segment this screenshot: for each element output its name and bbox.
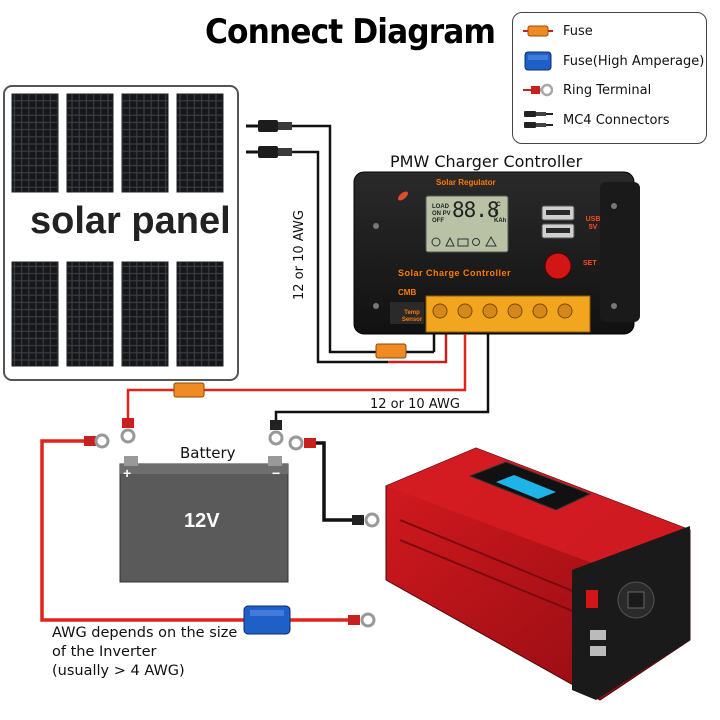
legend-item-ring-terminal: Ring Terminal: [523, 77, 651, 103]
battery: + −: [119, 456, 289, 583]
awg-note-line-3: (usually > 4 AWG): [52, 663, 185, 679]
lcd-digits: 88.8: [452, 198, 500, 222]
temp-sensor-label: Temp Sensor: [401, 310, 423, 323]
set-button-label: SET: [583, 260, 597, 267]
legend-label-fuse: Fuse: [563, 23, 593, 39]
battery-voltage: 12V: [184, 510, 220, 532]
legend: Fuse Fuse(High Amperage) Ring Terminal M…: [512, 12, 707, 144]
controller-cmb-label: CMB: [398, 288, 417, 297]
awg-note-line-2: of the Inverter: [52, 644, 157, 660]
awg-note-line-1: AWG depends on the size: [52, 625, 238, 641]
legend-item-fuse: Fuse: [523, 18, 593, 44]
battery-fuse: [173, 382, 205, 398]
legend-label-ring-terminal: Ring Terminal: [563, 82, 652, 98]
lcd-load-indicator: LOAD ON PV OFF: [432, 204, 451, 224]
inverter: [385, 447, 691, 701]
inverter-fuse: [243, 605, 291, 635]
fuse-high-amperage-icon: [524, 51, 552, 71]
legend-item-fuse-high-amperage: Fuse(High Amperage): [523, 48, 704, 74]
ring-terminal-icon: [523, 83, 553, 97]
awg-label-pv: 12 or 10 AWG: [292, 210, 307, 300]
mc4-connector-icon: [524, 111, 553, 128]
battery-wires: [126, 334, 490, 420]
ring-terminals: [84, 418, 316, 451]
controller-name: Solar Charge Controller: [398, 268, 512, 278]
charge-controller: [353, 171, 640, 335]
svg-text:+: +: [123, 465, 131, 481]
legend-label-fuse-high: Fuse(High Amperage): [563, 53, 705, 69]
awg-note: AWG depends on the size of the Inverter …: [52, 624, 237, 681]
pv-fuse: [375, 322, 448, 364]
svg-text:−: −: [272, 465, 280, 481]
battery-label: Battery: [180, 444, 236, 462]
legend-label-mc4: MC4 Connectors: [563, 112, 670, 128]
diagram-title: Connect Diagram: [205, 12, 496, 52]
mc4-connectors: [246, 120, 292, 158]
awg-label-battery: 12 or 10 AWG: [370, 397, 460, 412]
controller-regulator-title: Solar Regulator: [436, 178, 496, 187]
controller-caption: PMW Charger Controller: [390, 152, 583, 171]
solar-panel-label: solar panel: [24, 198, 237, 245]
fuse-icon: [523, 25, 553, 37]
legend-item-mc4: MC4 Connectors: [523, 107, 670, 133]
usb-label: USB 5V: [585, 216, 601, 231]
inverter-ring-terminals: [348, 512, 380, 628]
lcd-units: °C V KAh: [494, 202, 507, 224]
pv-wires: [292, 124, 388, 364]
inverter-wires: [40, 439, 360, 622]
